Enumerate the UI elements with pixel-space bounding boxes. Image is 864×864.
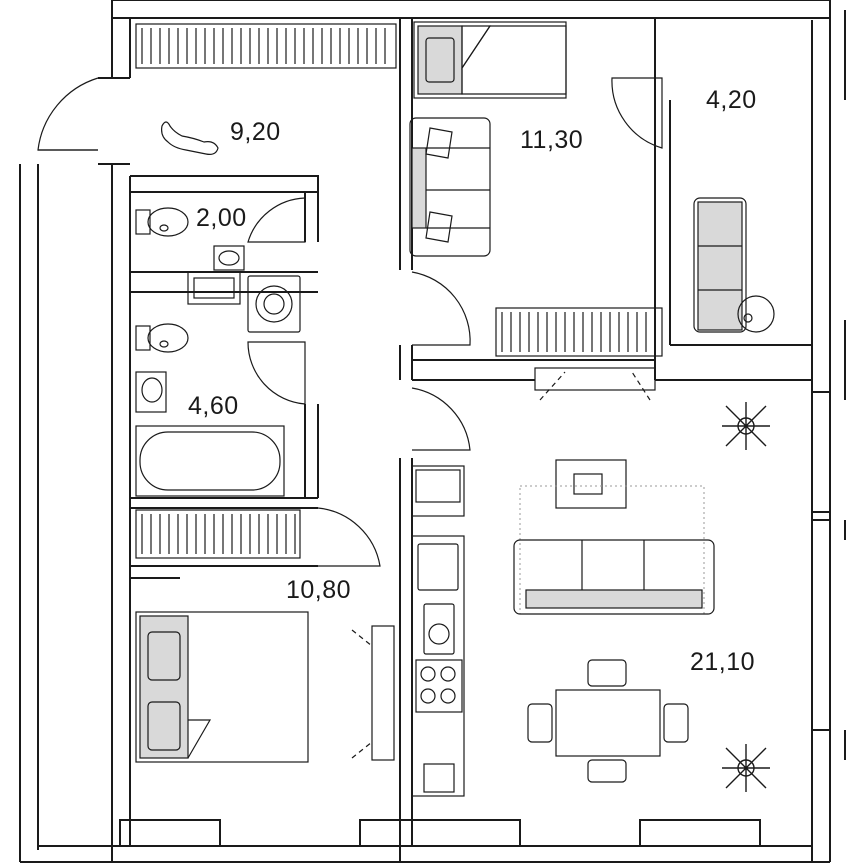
dining-table — [527, 659, 689, 783]
living-desk — [519, 459, 705, 615]
small-bedroom-wardrobe — [495, 307, 663, 357]
room-area-wc: 2,00 — [196, 204, 247, 232]
entrance-door — [37, 77, 99, 151]
hall-wardrobe — [135, 23, 397, 69]
room-area-hall: 9,20 — [230, 118, 281, 146]
plant-icon — [722, 744, 770, 792]
room-area-kitchen-living: 21,10 — [690, 648, 756, 676]
kitchen — [411, 465, 465, 797]
wardrobe-hatch — [141, 28, 386, 64]
door-bedroom-small — [411, 271, 471, 346]
living-sofa — [513, 539, 715, 615]
doors — [37, 77, 663, 567]
door-kitchen — [411, 387, 471, 451]
wc-fixtures — [135, 207, 245, 271]
room-area-bedroom-small: 11,30 — [520, 126, 584, 154]
plant-icon — [722, 402, 770, 450]
room-area-balcony: 4,20 — [706, 86, 757, 114]
bathroom-wardrobe — [135, 509, 301, 559]
cat-icon — [161, 121, 219, 155]
room-area-bathroom: 4,60 — [188, 392, 239, 420]
door-balcony — [611, 77, 663, 149]
small-bedroom-bed — [413, 21, 567, 99]
wardrobe-hatch — [141, 514, 296, 554]
bathroom-fixtures — [135, 271, 301, 497]
small-bedroom-sofa — [409, 117, 491, 257]
room-area-bedroom-master: 10,80 — [286, 576, 352, 604]
balcony-sofa — [693, 197, 775, 333]
door-bathroom — [247, 341, 306, 405]
door-wc — [247, 197, 306, 243]
master-bed — [135, 611, 309, 763]
door-bedroom-master — [317, 507, 381, 567]
living-hood — [534, 367, 656, 401]
wardrobe-hatch — [501, 312, 656, 352]
master-tv — [351, 625, 395, 761]
outer-walls — [19, 0, 846, 863]
